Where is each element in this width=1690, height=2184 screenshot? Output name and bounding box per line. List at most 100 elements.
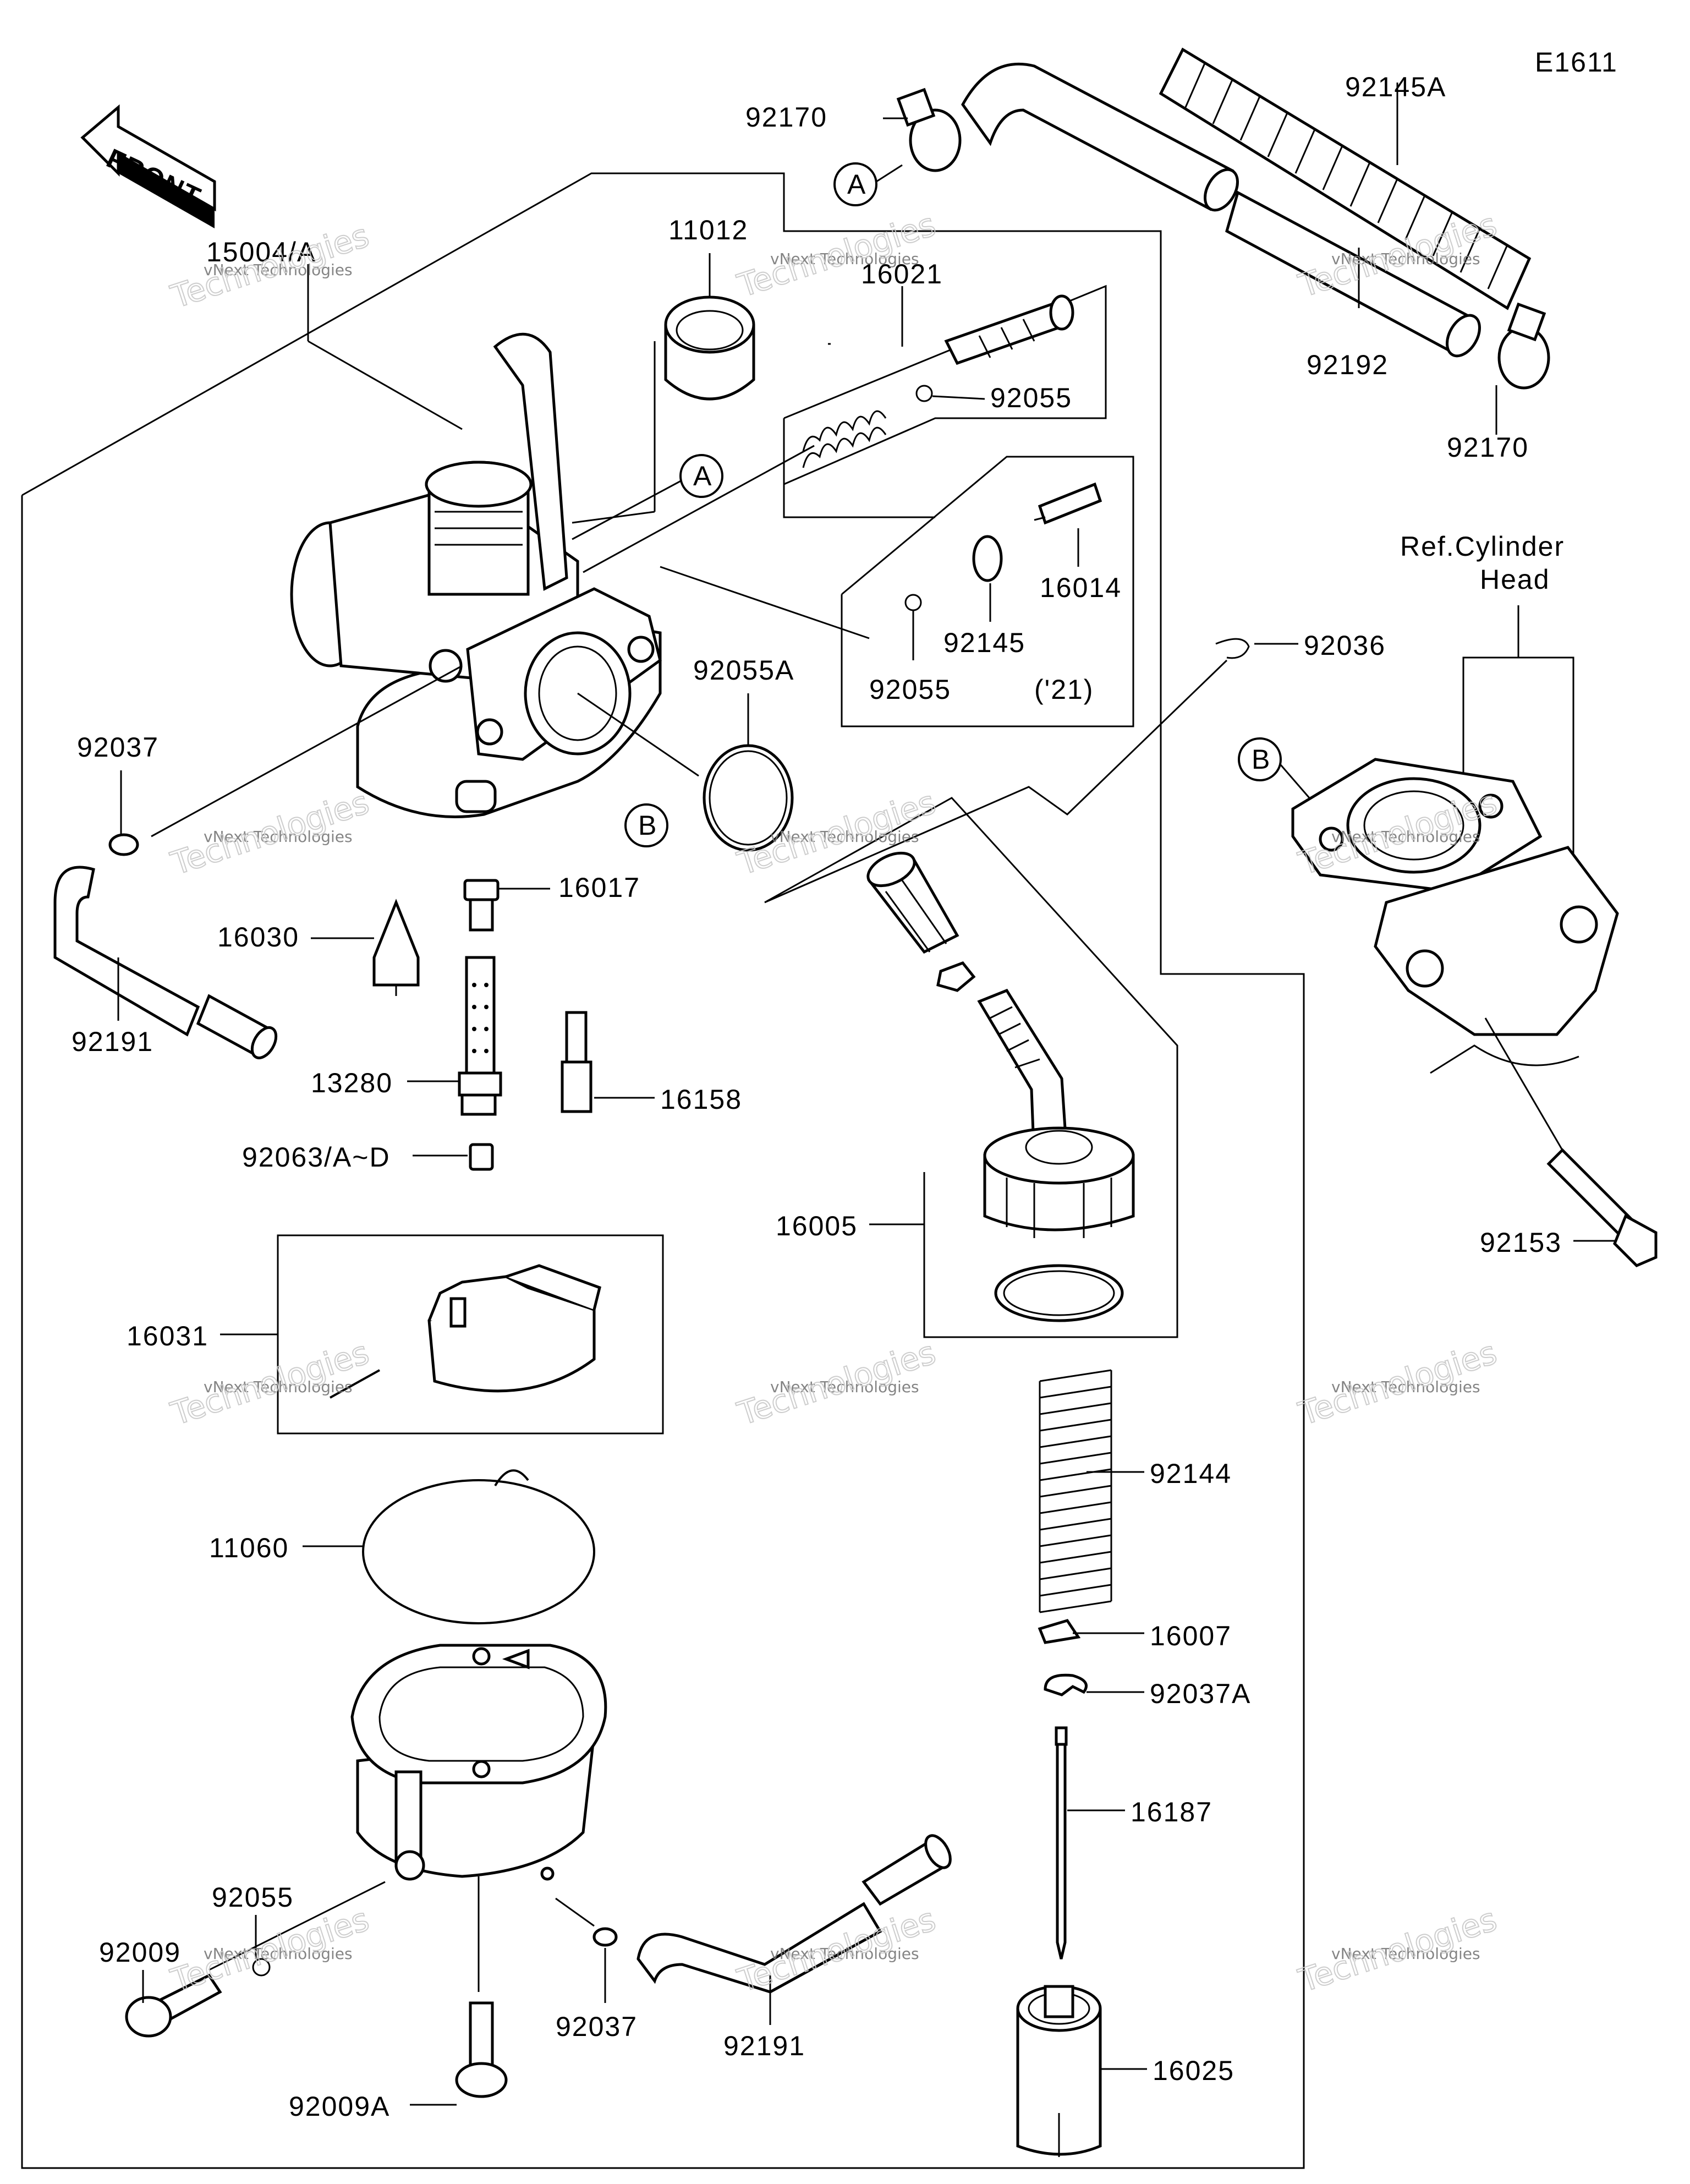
label-92153: 92153 — [1480, 1227, 1562, 1258]
svg-text:vNext Technologies: vNext Technologies — [770, 1945, 919, 1963]
svg-text:vNext Technologies: vNext Technologies — [770, 250, 919, 268]
watermark: vNext Technologies Technologies — [166, 216, 374, 316]
part-16025-throttle-valve — [1016, 1985, 1102, 2157]
part-16005-cap — [983, 1126, 1135, 1238]
watermark: vNext Technologies Technologies — [732, 1900, 940, 2000]
label-16158: 16158 — [660, 1084, 742, 1115]
label-92145: 92145 — [943, 627, 1025, 658]
label-92055-b: 92055 — [869, 674, 951, 705]
ref-marker-a-top: A — [833, 162, 877, 206]
label-92055a: 92055A — [693, 655, 794, 686]
part-92055-oring-upper — [915, 385, 933, 402]
label-92055-a: 92055 — [990, 382, 1072, 413]
ref-marker-b-body: B — [624, 803, 668, 847]
label-92170-b: 92170 — [1447, 432, 1529, 463]
label-92009: 92009 — [99, 1937, 181, 1968]
label-92192: 92192 — [1307, 349, 1389, 380]
group-box-16021 — [783, 284, 1107, 518]
label-16025: 16025 — [1153, 2055, 1234, 2086]
part-11012-cap — [664, 295, 755, 401]
label-16017: 16017 — [558, 872, 640, 903]
label-16007: 16007 — [1150, 1621, 1232, 1651]
part-92145-spring — [972, 535, 1003, 582]
year-note: ('21) — [1034, 674, 1094, 705]
ref-marker-a-body: A — [679, 454, 723, 498]
part-92192-hose — [1225, 190, 1481, 358]
label-92191-a: 92191 — [72, 1026, 153, 1057]
diagram-code: E1611 — [1535, 47, 1618, 78]
label-16014: 16014 — [1040, 572, 1122, 603]
part-92009-drain-screw — [125, 1973, 222, 2038]
part-92145a-corrugated-hose — [1159, 47, 1532, 310]
svg-text:vNext Technologies: vNext Technologies — [770, 828, 919, 846]
label-92144: 92144 — [1150, 1458, 1232, 1489]
front-arrow-icon: FRONT — [80, 104, 216, 228]
carburetor-body — [290, 332, 662, 818]
leader-92036 — [764, 659, 1228, 904]
part-16021-spring — [802, 410, 887, 468]
label-16021: 16021 — [861, 259, 943, 289]
part-92037a-clip — [1044, 1673, 1088, 1696]
group-box-16014 — [841, 456, 1134, 727]
label-92037-a: 92037 — [77, 732, 159, 763]
part-92153-bolt — [1484, 1017, 1658, 1267]
part-16031-float — [330, 1264, 601, 1399]
label-92170-a: 92170 — [745, 102, 827, 133]
assembly-outline — [21, 172, 1305, 2169]
part-11060-gasket — [362, 1479, 595, 1624]
label-16187: 16187 — [1131, 1797, 1212, 1827]
label-11060: 11060 — [209, 1532, 289, 1563]
svg-text:vNext Technologies: vNext Technologies — [204, 1378, 353, 1396]
watermark: vNext Technologies Technologies — [732, 1333, 940, 1433]
part-92036-clip — [1215, 638, 1250, 659]
part-16005-top-nut — [866, 851, 959, 954]
label-92037-b: 92037 — [556, 2011, 638, 2042]
svg-text:vNext Technologies: vNext Technologies — [1331, 1378, 1480, 1396]
part-92055-oring-lower — [904, 594, 922, 611]
part-92144-spring — [1039, 1369, 1112, 1613]
label-92191-b: 92191 — [723, 2030, 805, 2061]
svg-text:B: B — [1252, 744, 1271, 775]
watermark: vNext Technologies Technologies — [166, 1900, 374, 2000]
part-92191-hose-lower — [637, 1834, 952, 1994]
part-16021-screw — [944, 294, 1074, 365]
part-16017-jet — [463, 879, 500, 932]
watermark: vNext Technologies Technologies — [166, 783, 374, 883]
watermark: vNext Technologies Technologies — [1293, 1333, 1501, 1433]
part-92191-hose-left — [53, 866, 278, 1059]
svg-text:vNext Technologies: vNext Technologies — [204, 261, 353, 279]
label-16030: 16030 — [217, 922, 299, 953]
part-92055-oring-bottom — [252, 1958, 271, 1977]
part-92170-clamp-top — [896, 87, 962, 172]
svg-text:vNext Technologies: vNext Technologies — [204, 1945, 353, 1963]
part-16007-clip — [1038, 1619, 1081, 1644]
float-bowl — [350, 1644, 607, 1881]
svg-text:vNext Technologies: vNext Technologies — [1331, 828, 1480, 846]
watermark: vNext Technologies Technologies — [1293, 1900, 1501, 2000]
label-92055-c: 92055 — [212, 1882, 294, 1913]
part-92009a-screw — [455, 2001, 508, 2098]
label-92145a: 92145A — [1345, 72, 1446, 102]
svg-text:vNext Technologies: vNext Technologies — [1331, 1945, 1480, 1963]
svg-text:B: B — [638, 810, 657, 841]
part-16158-pilot-jet — [561, 1011, 592, 1113]
part-16014-screw — [1034, 482, 1102, 525]
svg-text:vNext Technologies: vNext Technologies — [770, 1378, 919, 1396]
part-92037-clip-lower — [592, 1927, 618, 1947]
part-92170-clamp-right — [1497, 302, 1550, 390]
ref-label-line2: Head — [1480, 564, 1550, 595]
svg-text:vNext Technologies: vNext Technologies — [204, 828, 353, 846]
part-16005-gasket — [994, 1264, 1124, 1322]
ref-label-line1: Ref.Cylinder — [1400, 531, 1565, 562]
label-92037a: 92037A — [1150, 1678, 1251, 1709]
svg-text:A: A — [693, 461, 712, 491]
part-92037-clip-upper — [108, 833, 139, 856]
label-92009a: 92009A — [289, 2091, 390, 2122]
svg-text:vNext Technologies: vNext Technologies — [1331, 250, 1480, 268]
label-92063: 92063/A~D — [242, 1142, 391, 1173]
part-hose-upper — [961, 62, 1239, 212]
ref-marker-b-head: B — [1238, 737, 1282, 781]
part-13280-emulsion-tube — [458, 956, 502, 1116]
label-15004a: 15004/A — [206, 237, 316, 267]
